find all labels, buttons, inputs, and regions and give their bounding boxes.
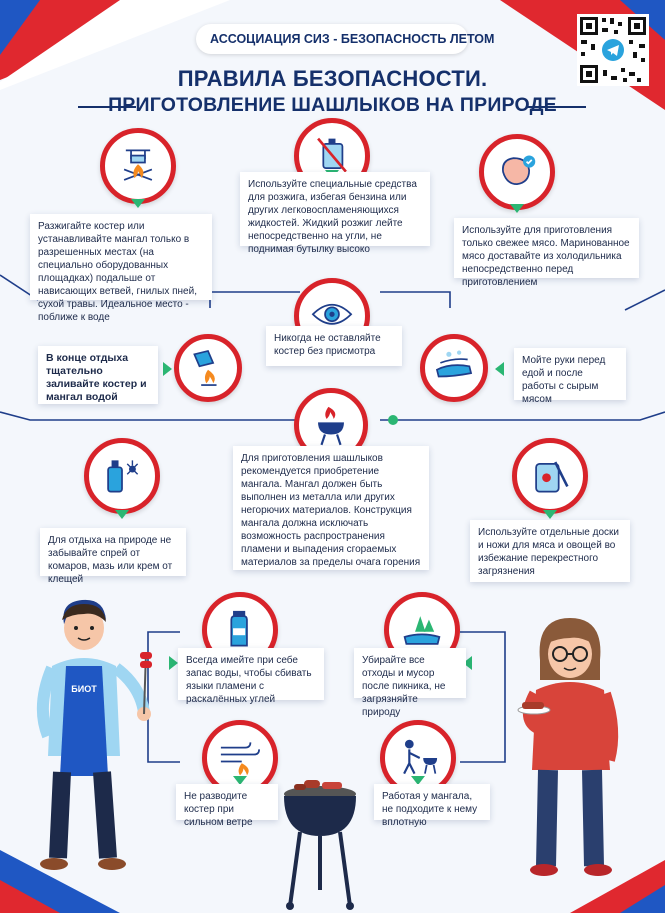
woman-with-plate-illustration [517, 618, 619, 876]
rule-card-repellent: Для отдыха на природе не забывайте спрей… [40, 528, 186, 585]
rule-card-wash-hands: Мойте руки перед едой и после работы с с… [514, 348, 626, 405]
page-title-line2: ПРИГОТОВЛЕНИЕ ШАШЛЫКОВ НА ПРИРОДЕ [108, 94, 557, 116]
hand-washing-circle-icon [420, 334, 488, 402]
rule-card-separate-boards: Используйте отдельные доски и ножи для м… [470, 520, 630, 582]
pointer-arrow [411, 776, 425, 785]
man-with-skewer-illustration: БИОТ [36, 599, 152, 870]
insect-spray-circle-icon [84, 438, 160, 514]
rule-card-grill: Для приготовления шашлыков рекомендуется… [233, 446, 429, 570]
pointer-arrow [233, 776, 247, 785]
corner-decoration-top-left [0, 0, 230, 90]
apron-label: БИОТ [71, 684, 97, 694]
corner-decoration-bottom-left [0, 850, 120, 913]
pointer-arrow [163, 362, 172, 376]
campfire-stove-circle-icon [100, 128, 176, 204]
header-title: АССОЦИАЦИЯ СИЗ - БЕЗОПАСНОСТЬ ЛЕТОМ [210, 32, 495, 46]
rule-card-clean-up: Убирайте все отходы и мусор после пикник… [354, 648, 466, 718]
page-title-line1: ПРАВИЛА БЕЗОПАСНОСТИ. [177, 66, 488, 91]
rule-card-fresh-meat: Используйте для приготовления только све… [454, 218, 639, 288]
rule-card-no-unattended: Никогда не оставляйте костер без присмот… [266, 326, 402, 366]
header-badge: АССОЦИАЦИЯ СИЗ - БЕЗОПАСНОСТЬ ЛЕТОМ [196, 24, 494, 54]
pointer-arrow [510, 204, 524, 213]
rule-card-ignition: Используйте специальные средства для роз… [240, 172, 430, 255]
rule-card-water-supply: Всегда имейте при себе запас воды, чтобы… [178, 648, 324, 705]
rule-card-wind: Не разводите костер при сильном ветре [176, 784, 278, 828]
rule-card-extinguish: В конце отдыха тщательно заливайте косте… [38, 346, 158, 404]
cutting-board-circle-icon [512, 438, 588, 514]
bbq-grill-illustration [284, 780, 356, 910]
pointer-arrow [543, 510, 557, 519]
pointer-arrow [115, 510, 129, 519]
pointer-arrow [463, 656, 472, 670]
rule-card-keep-distance: Работая у мангала, не подходите к нему в… [374, 784, 490, 828]
fresh-meat-circle-icon [479, 134, 555, 210]
qr-code-icon[interactable] [577, 14, 649, 86]
title-divider-left [78, 106, 136, 108]
title-divider-right [528, 106, 586, 108]
water-bucket-circle-icon [174, 334, 242, 402]
pointer-arrow [495, 362, 504, 376]
pointer-arrow [131, 199, 145, 208]
corner-decoration-bottom-right [570, 860, 665, 913]
pointer-arrow [169, 656, 178, 670]
rule-card-fire-place: Разжигайте костер или устанавливайте ман… [30, 214, 212, 323]
